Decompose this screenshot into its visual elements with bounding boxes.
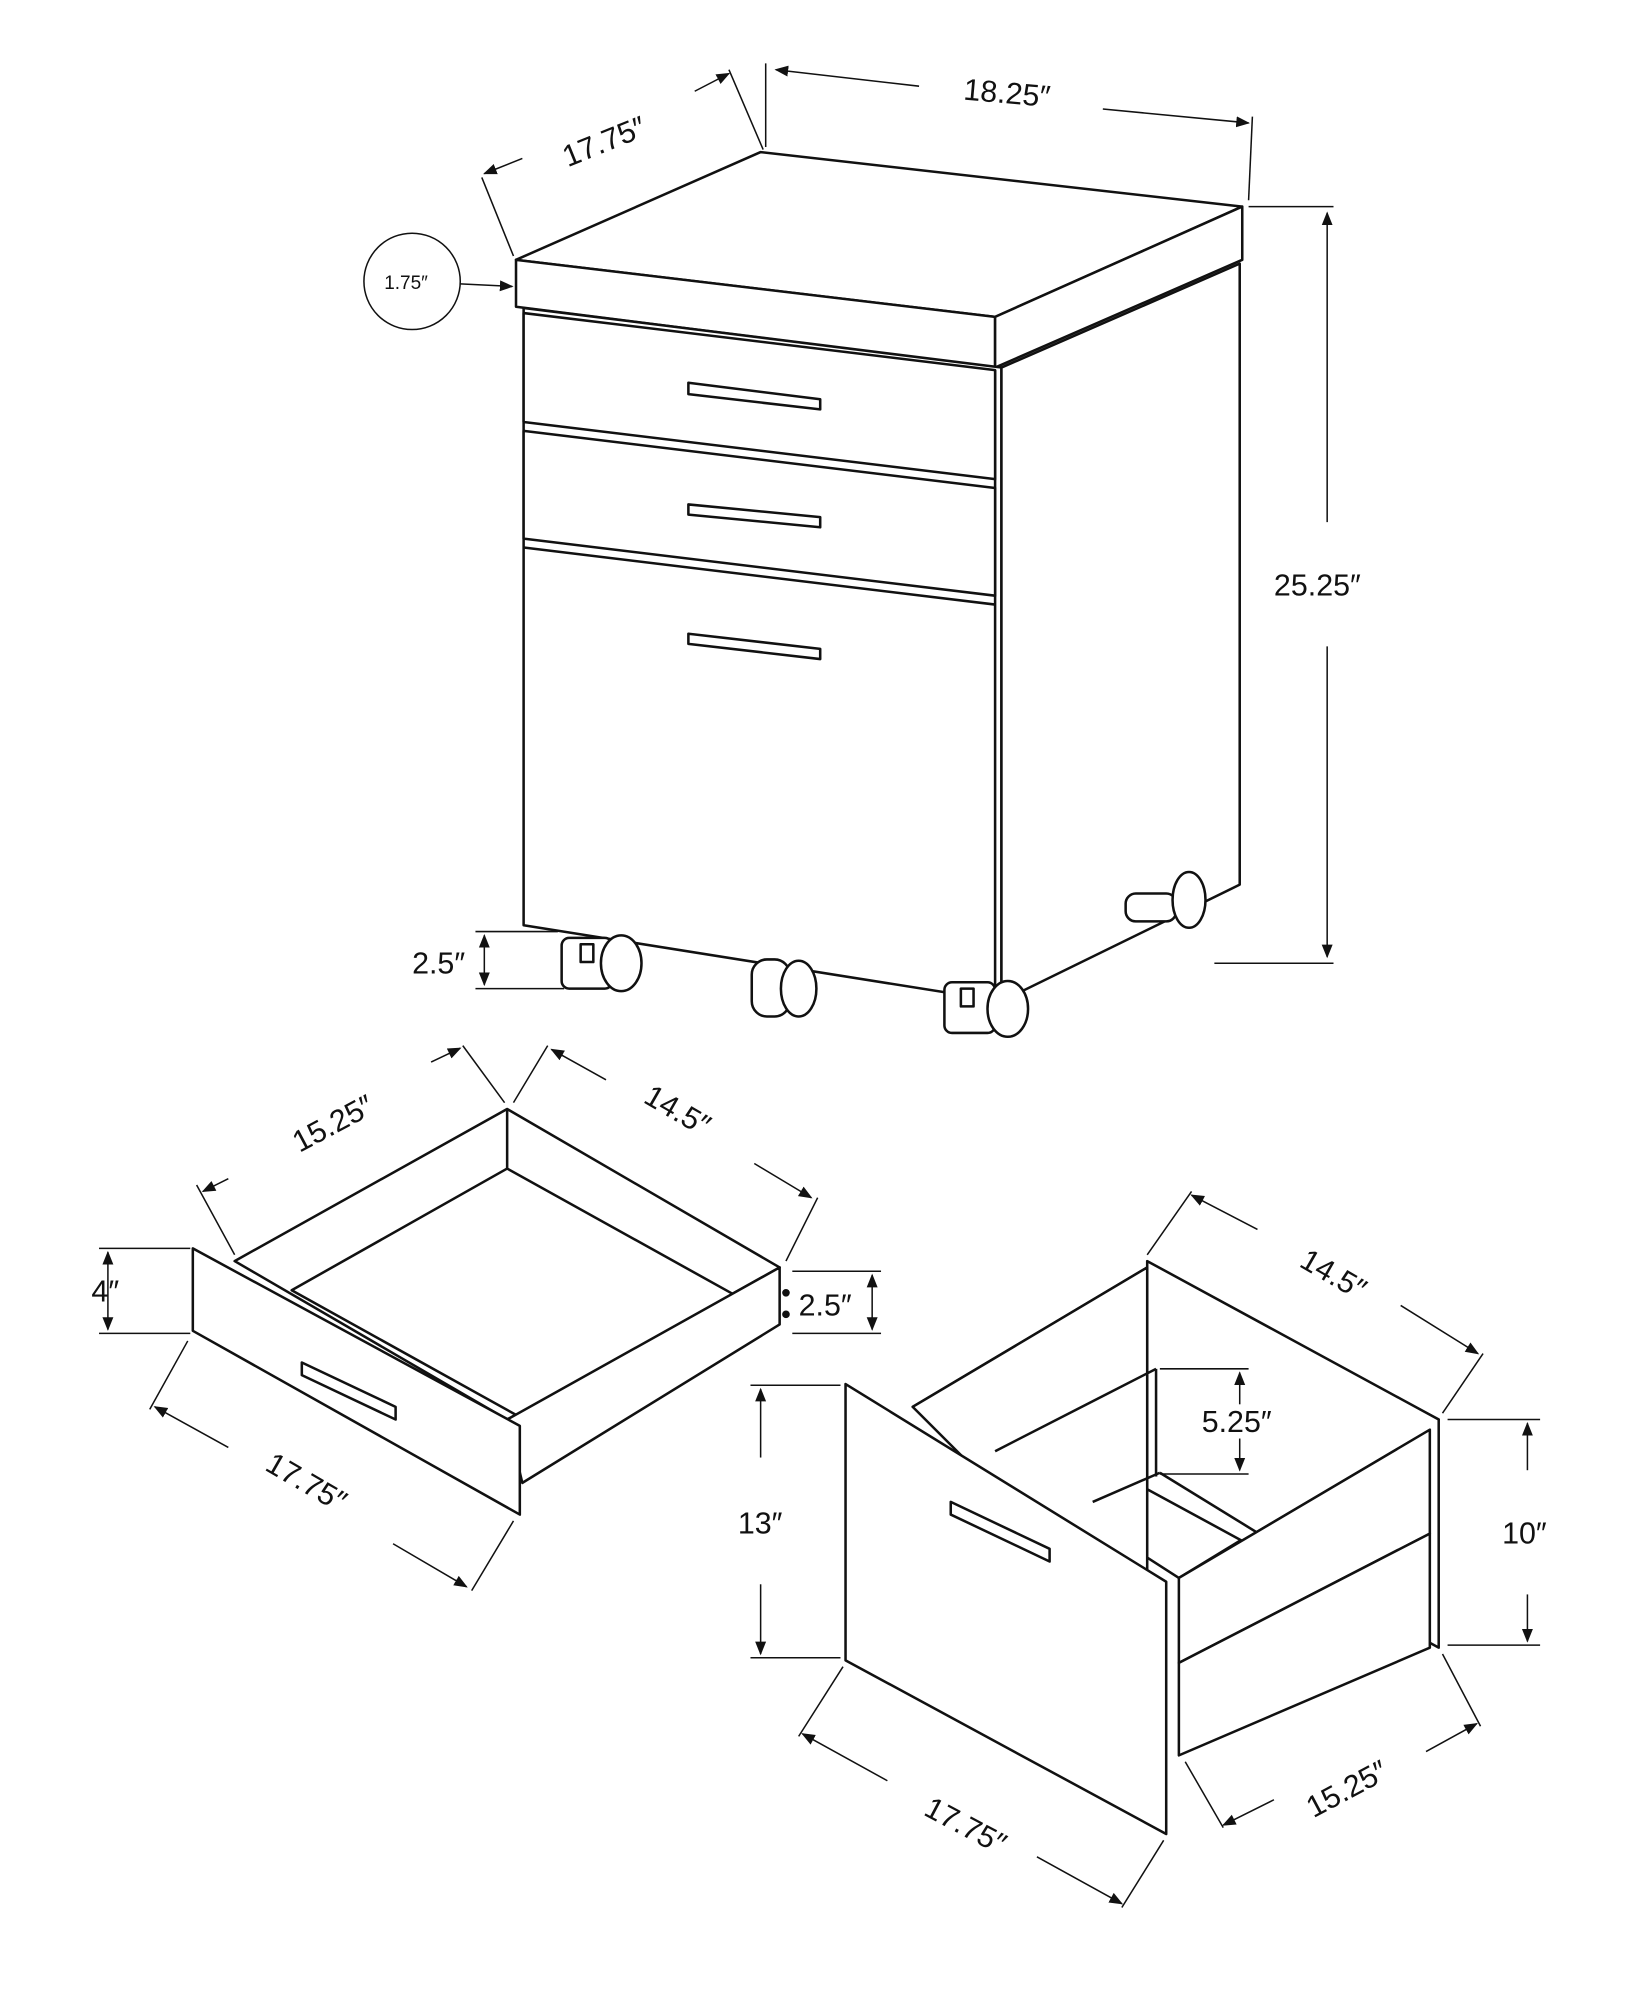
cabinet-depth-label: 17.75″ <box>558 110 651 174</box>
small-drawer-front-height-label: 4″ <box>91 1275 119 1309</box>
file-drawer-drawing <box>844 1259 1440 1836</box>
file-drawer-side-height-label: 10″ <box>1502 1517 1547 1551</box>
file-drawer-rail-height-label: 5.25″ <box>1202 1405 1272 1439</box>
cabinet-height-label: 25.25″ <box>1274 569 1361 603</box>
small-drawer-interior-depth-label: 14.5″ <box>639 1078 717 1143</box>
casters <box>560 870 1207 1039</box>
small-drawer-drawing <box>191 1107 790 1516</box>
file-drawer-front-height-label: 13″ <box>738 1507 783 1541</box>
small-drawer-interior-width-label: 15.25″ <box>287 1088 380 1159</box>
cabinet-drawing <box>514 150 1244 1039</box>
caster-height-label: 2.5″ <box>412 946 465 980</box>
file-drawer-interior-depth-label: 14.5″ <box>1295 1242 1373 1307</box>
drawer-handles <box>687 381 822 661</box>
top-thickness-label: 1.75″ <box>384 273 428 294</box>
small-drawer-side-height-label: 2.5″ <box>799 1289 852 1323</box>
file-drawer-front-width-label: 17.75″ <box>919 1790 1012 1861</box>
cabinet-width-label: 18.25″ <box>962 73 1052 114</box>
small-drawer-front-width-label: 17.75″ <box>260 1446 352 1519</box>
file-drawer-interior-width-label: 15.25″ <box>1301 1754 1394 1825</box>
